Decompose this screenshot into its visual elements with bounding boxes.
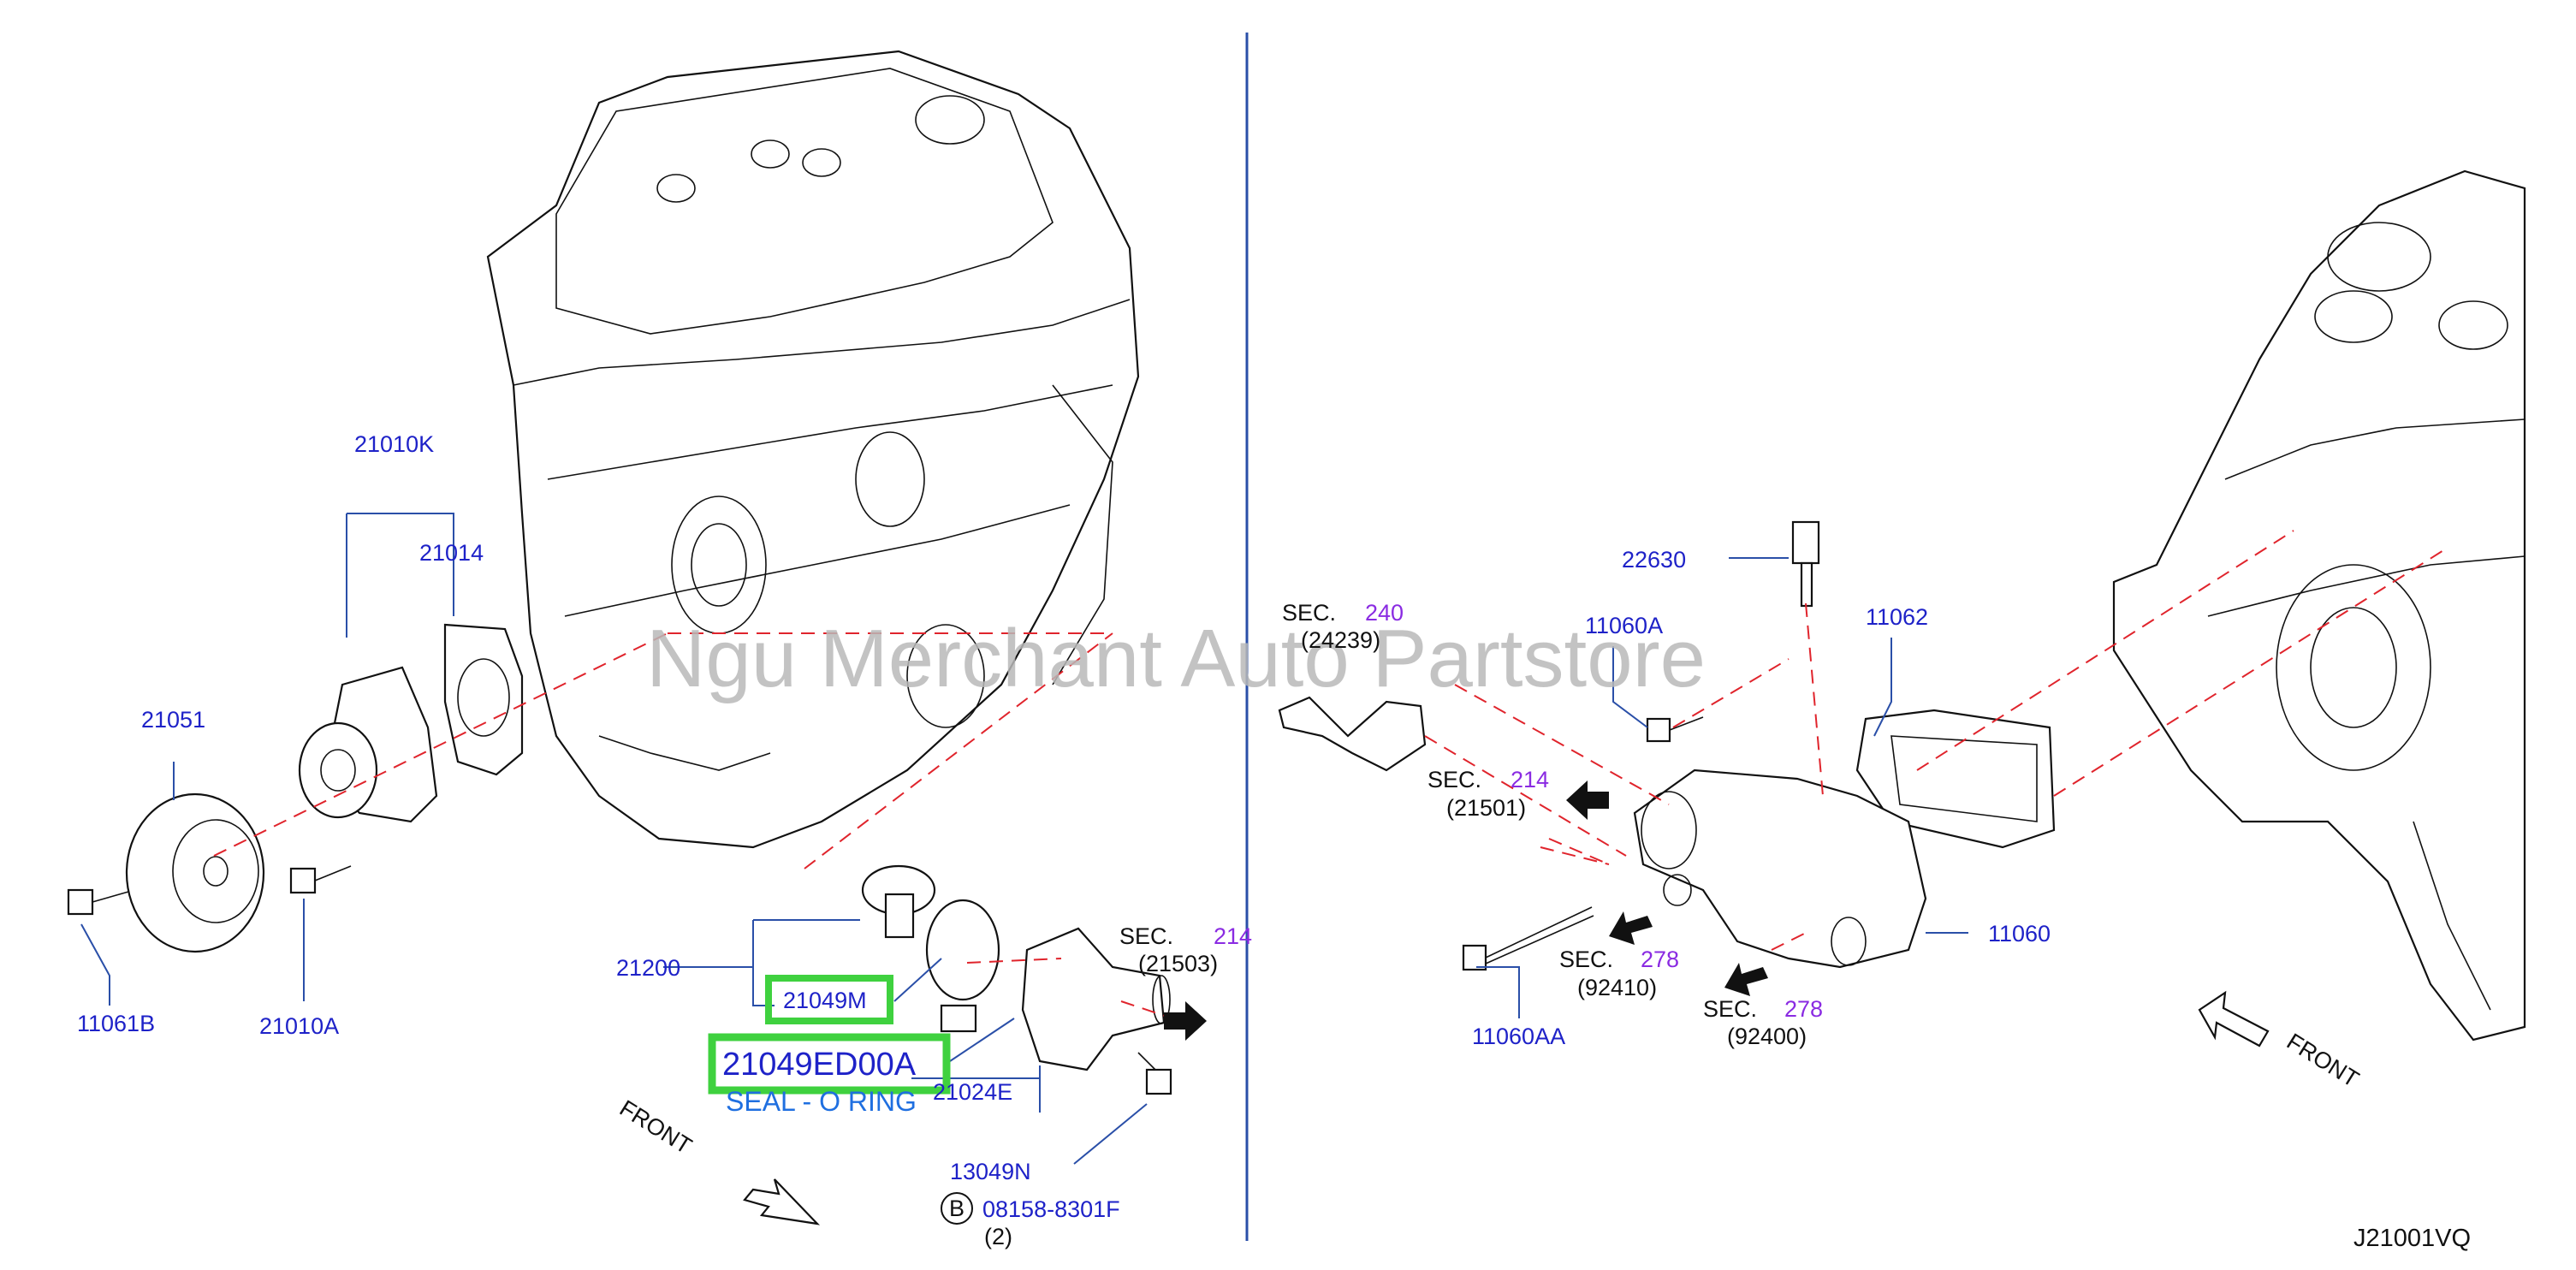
label-13049N[interactable]: 13049N bbox=[950, 1159, 1031, 1184]
arrow-278-b-icon bbox=[1724, 963, 1768, 996]
front-label-left: FRONT bbox=[615, 1095, 697, 1160]
water-housing-11060 bbox=[1633, 769, 1927, 969]
sec-278-b-word: SEC. bbox=[1703, 996, 1757, 1022]
label-21014[interactable]: 21014 bbox=[419, 540, 484, 566]
sec-278-a-word: SEC. bbox=[1559, 947, 1613, 972]
bolt-11060AA bbox=[1462, 906, 1594, 971]
highlight-21049M bbox=[765, 975, 893, 1024]
sec-214-a-word: SEC. bbox=[1119, 923, 1173, 949]
sec-278-a-num[interactable]: 278 bbox=[1641, 947, 1679, 972]
clip-21024E bbox=[940, 1004, 977, 1033]
label-11062[interactable]: 11062 bbox=[1866, 604, 1928, 630]
gasket-11062 bbox=[1855, 709, 2056, 849]
label-21010A[interactable]: 21010A bbox=[259, 1013, 339, 1039]
sec-240-num[interactable]: 240 bbox=[1365, 600, 1404, 626]
front-label-right: FRONT bbox=[2282, 1029, 2364, 1093]
bolt-21010A bbox=[289, 865, 352, 894]
sec-214-b-num[interactable]: 214 bbox=[1511, 767, 1549, 792]
front-arrow-right-icon bbox=[2198, 990, 2270, 1047]
label-21049M[interactable]: 21049M bbox=[783, 988, 867, 1013]
sec-240-word: SEC. bbox=[1282, 600, 1336, 626]
sensor-22630 bbox=[1791, 520, 1820, 608]
sec-278-b-num[interactable]: 278 bbox=[1784, 996, 1823, 1022]
bolt-b-badge bbox=[941, 1192, 973, 1225]
label-11060[interactable]: 11060 bbox=[1988, 921, 2051, 947]
bracket-24239 bbox=[1278, 696, 1427, 772]
label-21051[interactable]: 21051 bbox=[141, 707, 205, 733]
engine-block-right bbox=[2112, 169, 2526, 1042]
arrow-214-a-icon bbox=[1164, 1001, 1207, 1041]
sec-214-a-ref: (21503) bbox=[1138, 951, 1218, 976]
gasket-21014 bbox=[443, 623, 524, 776]
sec-278-b-ref: (92400) bbox=[1727, 1024, 1807, 1049]
pulley-21051 bbox=[125, 792, 265, 953]
o-ring-21049M bbox=[925, 899, 1000, 1001]
label-21049ED00A[interactable]: 21049ED00A bbox=[722, 1047, 917, 1083]
sec-214-b-ref: (21501) bbox=[1446, 795, 1526, 821]
water-pump-21010K bbox=[298, 666, 438, 823]
bolt-11061B bbox=[67, 888, 129, 916]
thermostat-21200 bbox=[861, 864, 936, 939]
label-11061B[interactable]: 11061B bbox=[77, 1011, 155, 1036]
water-outlet-13049N bbox=[1021, 927, 1171, 1071]
highlight-21049ED00A bbox=[708, 1033, 951, 1095]
label-21024E[interactable]: 21024E bbox=[933, 1079, 1012, 1105]
label-seal-o-ring: SEAL - O RING bbox=[726, 1086, 917, 1117]
diagram-code: J21001VQ bbox=[2353, 1225, 2471, 1252]
label-21010K[interactable]: 21010K bbox=[354, 431, 434, 457]
watermark: Ngu Merchant Auto Partstore bbox=[646, 613, 1706, 704]
arrow-278-a-icon bbox=[1609, 911, 1653, 945]
label-bolt-qty: (2) bbox=[984, 1224, 1012, 1249]
bolt-b-letter: B bbox=[949, 1196, 965, 1221]
label-11060A[interactable]: 11060A bbox=[1585, 613, 1663, 638]
bolt-11060A bbox=[1646, 716, 1704, 743]
label-22630[interactable]: 22630 bbox=[1622, 547, 1686, 573]
leader-lines bbox=[80, 513, 1968, 1165]
bolt-08158-8301F bbox=[1137, 1052, 1172, 1095]
engine-block-left bbox=[486, 50, 1140, 849]
sec-240-ref: (24239) bbox=[1301, 627, 1380, 653]
label-08158-8301F[interactable]: 08158-8301F bbox=[982, 1196, 1120, 1222]
label-11060AA[interactable]: 11060AA bbox=[1472, 1024, 1565, 1049]
sec-214-a-num[interactable]: 214 bbox=[1214, 923, 1252, 949]
arrow-214-b-icon bbox=[1566, 780, 1609, 820]
sec-214-b-word: SEC. bbox=[1427, 767, 1481, 792]
front-arrow-left-icon bbox=[743, 1178, 821, 1225]
alignment-lines bbox=[213, 530, 2448, 1019]
sec-278-a-ref: (92410) bbox=[1577, 975, 1657, 1000]
direction-arrows bbox=[1164, 780, 1768, 1041]
label-21200[interactable]: 21200 bbox=[616, 955, 680, 981]
